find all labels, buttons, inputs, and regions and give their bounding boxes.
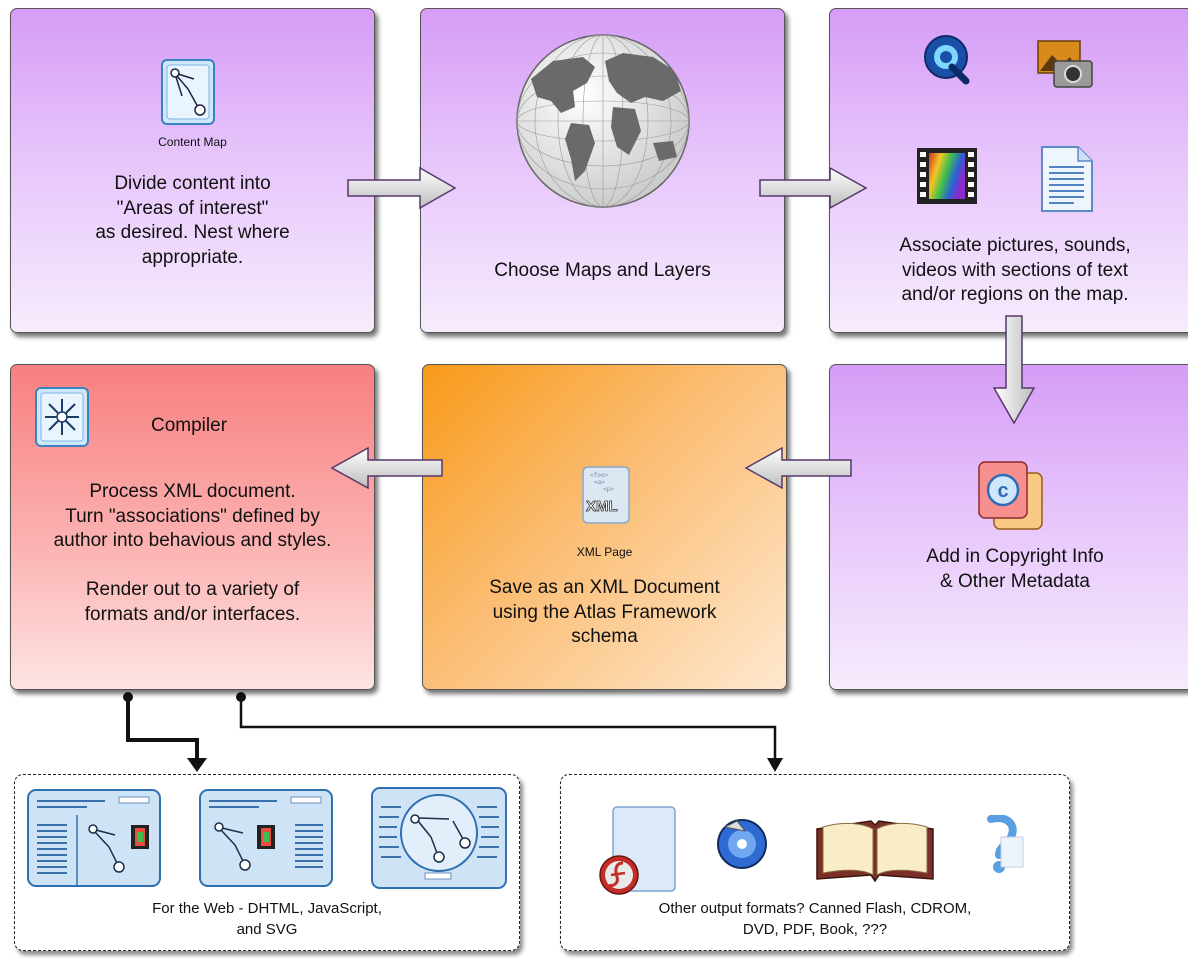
compiler-icon: [35, 387, 89, 452]
arrow-to-maps: [347, 166, 457, 210]
xml-page-step: <foo><a><p> XML XML Page Save as an XML …: [422, 364, 787, 690]
xml-page-text: Save as an XML Document using the Atlas …: [489, 577, 720, 647]
web-output-box: For the Web - DHTML, JavaScript, and SVG: [14, 774, 520, 951]
content-map-step: Content Map Divide content into "Areas o…: [10, 8, 375, 333]
connector-to-web: [126, 698, 199, 760]
flash-icon: [597, 805, 679, 902]
globe-icon: [513, 31, 693, 216]
associate-media-step: Associate pictures, sounds, videos with …: [829, 8, 1188, 333]
xml-page-caption: XML Page: [576, 545, 633, 559]
associate-media-text: Associate pictures, sounds, videos with …: [899, 235, 1131, 305]
compiler-title: Compiler: [151, 415, 228, 436]
maps-layers-text: Choose Maps and Layers: [494, 260, 711, 281]
svg-text:XML: XML: [586, 498, 618, 515]
camera-icon: [1036, 37, 1094, 94]
maps-layers-step: Choose Maps and Layers: [420, 8, 785, 333]
copyright-text: Add in Copyright Info & Other Metadata: [926, 546, 1104, 587]
web-layout-icon-1: [27, 789, 161, 892]
copyright-step: c Add in Copyright Info & Other Metadata: [829, 364, 1188, 690]
arrow-to-compiler: [330, 446, 443, 490]
svg-text:<p>: <p>: [603, 486, 614, 493]
web-output-text: For the Web - DHTML, JavaScript, and SVG: [152, 900, 382, 938]
help-icon: [971, 814, 1027, 882]
content-map-text: Divide content into "Areas of interest" …: [95, 173, 290, 268]
connector-to-other: [239, 698, 777, 760]
arrow-down-to-copyright: [992, 315, 1036, 425]
arrow-to-associate: [759, 166, 868, 210]
svg-text:<a>: <a>: [594, 479, 605, 486]
cdrom-icon: [715, 817, 769, 876]
content-map-caption: Content Map: [158, 135, 227, 149]
web-layout-icon-3: [371, 787, 507, 894]
other-output-box: Other output formats? Canned Flash, CDRO…: [560, 774, 1070, 951]
compiler-step: Compiler Process XML document. Turn "ass…: [10, 364, 375, 690]
document-icon: [1040, 145, 1094, 218]
arrow-to-xml: [744, 446, 852, 490]
copyright-icon: c: [976, 459, 1046, 538]
xml-page-icon: <foo><a><p> XML: [581, 465, 631, 530]
compiler-text: Process XML document. Turn "associations…: [53, 481, 332, 625]
content-map-icon: [161, 59, 215, 130]
web-layout-icon-2: [199, 789, 333, 892]
film-strip-icon: [916, 147, 978, 210]
quicktime-icon: [922, 33, 972, 90]
svg-text:<foo>: <foo>: [590, 472, 608, 479]
book-icon: [813, 815, 937, 892]
svg-text:c: c: [997, 480, 1008, 502]
other-output-text: Other output formats? Canned Flash, CDRO…: [658, 900, 972, 938]
